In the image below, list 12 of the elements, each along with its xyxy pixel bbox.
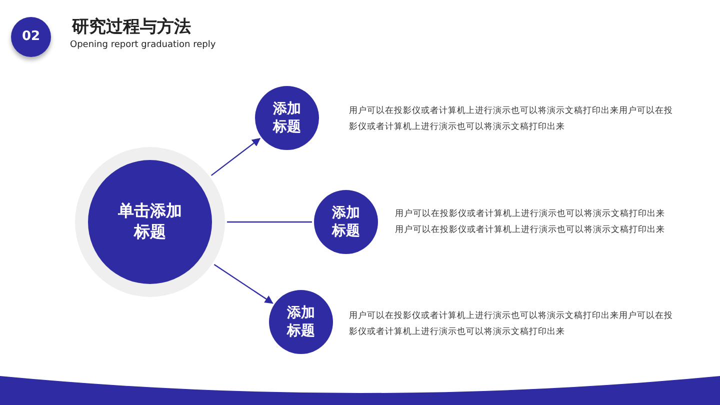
title: 研究过程与方法 [72, 16, 191, 38]
description-text: 用户可以在投影仪或者计算机上进行演示也可以将演示文稿打印出来用户可以在投影仪或者计算机上进行演示也可以将演示文稿打印出来 [349, 105, 674, 134]
topic-circle: 添加标题 [314, 190, 378, 254]
subtitle: Opening report graduation reply [70, 40, 216, 50]
connector-line [227, 221, 312, 223]
arrow [210, 138, 261, 176]
number-badge: 02 [11, 17, 51, 57]
arrow [214, 264, 274, 304]
description-text: 用户可以在投影仪或者计算机上进行演示也可以将演示文稿打印出来用户可以在投影仪或者计算机上进行演示也可以将演示文稿打印出来 [349, 310, 674, 339]
description-text: 用户可以在投影仪或者计算机上进行演示也可以将演示文稿打印出来用户可以在投影仪或者计算机上进行演示也可以将演示文稿打印出来 [395, 208, 666, 237]
topic-circle: 添加标题 [255, 86, 319, 150]
topic-circle: 添加标题 [269, 290, 333, 354]
